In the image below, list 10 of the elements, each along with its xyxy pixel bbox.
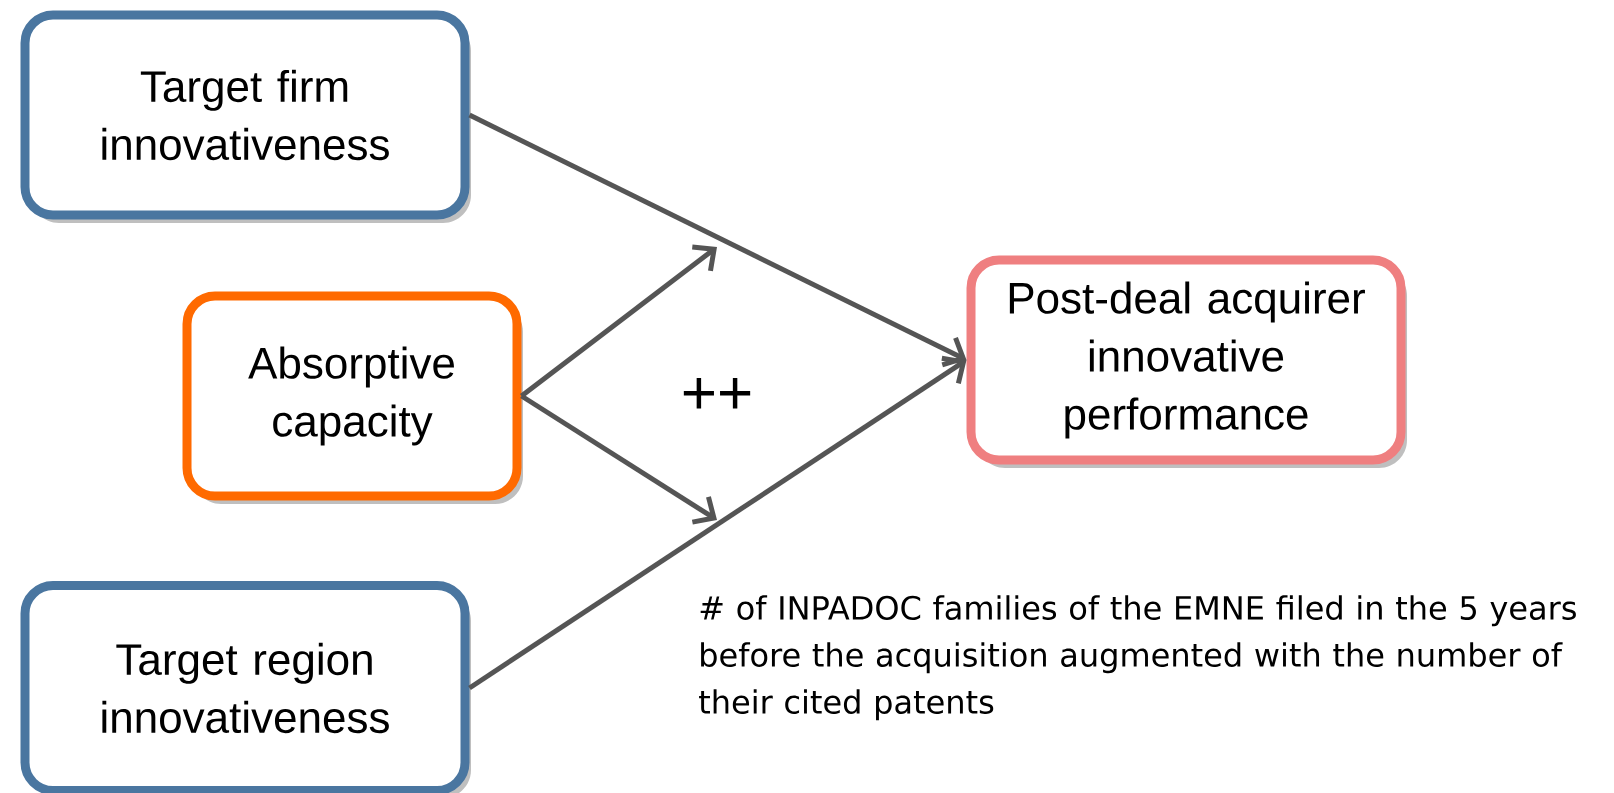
note-text: # of INPADOC families of the EMNE filed in the 5 years before the acquisition augmented with the number of their cited patents bbox=[699, 595, 1576, 721]
process-box: Target firm innovativeness bbox=[20, 10, 471, 223]
sign-label: ++ bbox=[683, 378, 751, 409]
arrow bbox=[468, 112, 967, 368]
process-box: Post-deal acquirer innovative performance bbox=[966, 255, 1407, 468]
process-box: Absorptive capacity bbox=[182, 291, 523, 504]
process-box: Target region innovativeness bbox=[20, 581, 471, 793]
arrow bbox=[468, 355, 967, 691]
arrow bbox=[520, 393, 717, 525]
arrow bbox=[520, 244, 717, 398]
